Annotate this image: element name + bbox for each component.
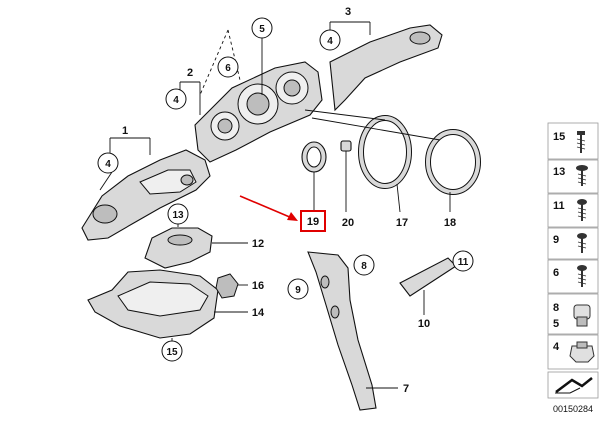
callout-2-label: 2 bbox=[187, 67, 193, 79]
callout-8[interactable]: 8 bbox=[353, 254, 375, 276]
legend-item-8-5[interactable]: 8 5 bbox=[547, 293, 599, 335]
callout-4a[interactable]: 4 bbox=[97, 152, 119, 174]
callout-11-label: 11 bbox=[458, 257, 469, 268]
callout-7[interactable]: 7 bbox=[403, 383, 409, 395]
part-19-small-ring[interactable] bbox=[301, 141, 327, 173]
callout-15-label: 15 bbox=[166, 347, 178, 358]
legend-item-9[interactable]: 9 bbox=[547, 227, 599, 260]
clip-nut-icon bbox=[573, 304, 591, 327]
callout-5-label: 5 bbox=[259, 24, 265, 35]
callout-10[interactable]: 10 bbox=[418, 318, 430, 330]
callout-11[interactable]: 11 bbox=[452, 250, 474, 272]
bent-arrow-icon bbox=[555, 377, 593, 394]
legend-item-11-label: 11 bbox=[553, 200, 565, 212]
callout-5[interactable]: 5 bbox=[251, 17, 273, 39]
callout-3[interactable]: 3 bbox=[345, 6, 351, 18]
part-10-trim-strip[interactable] bbox=[399, 257, 457, 297]
callout-8-label: 8 bbox=[361, 261, 367, 272]
clip-nut-icon bbox=[569, 341, 595, 363]
callout-18[interactable]: 18 bbox=[444, 217, 456, 229]
legend-item-4[interactable]: 4 bbox=[547, 334, 599, 370]
legend-item-6-label: 6 bbox=[553, 267, 559, 279]
screw-icon bbox=[577, 233, 587, 253]
legend-item-6[interactable]: 6 bbox=[547, 259, 599, 294]
callout-17[interactable]: 17 bbox=[396, 217, 408, 229]
callout-12-label: 12 bbox=[252, 238, 264, 250]
part-3-right-trim[interactable] bbox=[329, 24, 443, 112]
part-18-ring[interactable] bbox=[425, 129, 481, 195]
callout-4c-label: 4 bbox=[327, 36, 333, 47]
callout-2[interactable]: 2 bbox=[187, 67, 193, 79]
callout-13-label: 13 bbox=[172, 210, 184, 221]
callout-10-label: 10 bbox=[418, 318, 430, 330]
callout-19-label: 19 bbox=[307, 216, 319, 228]
legend-item-13[interactable]: 13 bbox=[547, 159, 599, 194]
part-20-knob[interactable] bbox=[340, 140, 352, 152]
part-7-pillar-trim[interactable] bbox=[307, 251, 377, 411]
screw-icon bbox=[576, 131, 586, 153]
callout-4a-label: 4 bbox=[105, 159, 111, 170]
callout-6[interactable]: 6 bbox=[217, 56, 239, 78]
callout-18-label: 18 bbox=[444, 217, 456, 229]
legend-item-15-label: 15 bbox=[553, 131, 565, 143]
callout-4c[interactable]: 4 bbox=[319, 29, 341, 51]
part-14-lower-shroud[interactable] bbox=[87, 269, 219, 339]
legend-item-8-label: 8 bbox=[553, 302, 559, 314]
legend-item-15[interactable]: 15 bbox=[547, 122, 599, 160]
callout-14-label: 14 bbox=[252, 307, 265, 319]
callout-20[interactable]: 20 bbox=[342, 217, 354, 229]
callout-20-label: 20 bbox=[342, 217, 354, 229]
screw-icon bbox=[576, 165, 588, 186]
callout-1-label: 1 bbox=[122, 125, 128, 137]
part-1-left-trim[interactable] bbox=[81, 149, 211, 241]
screw-icon bbox=[577, 199, 587, 221]
part-17-ring[interactable] bbox=[358, 115, 412, 189]
fastener-legend: 15 13 11 bbox=[547, 122, 599, 414]
diagram-id: 00150284 bbox=[553, 404, 593, 414]
legend-item-4-label: 4 bbox=[553, 341, 560, 353]
callout-16-label: 16 bbox=[252, 280, 264, 292]
red-arrow-icon bbox=[239, 195, 298, 221]
callout-4b[interactable]: 4 bbox=[165, 88, 187, 110]
callout-14[interactable]: 14 bbox=[252, 307, 265, 319]
callout-9[interactable]: 9 bbox=[287, 278, 309, 300]
legend-arrow-box bbox=[547, 371, 599, 399]
callout-15[interactable]: 15 bbox=[161, 340, 183, 362]
callout-4b-label: 4 bbox=[173, 95, 179, 106]
legend-item-9-label: 9 bbox=[553, 234, 559, 246]
callout-1[interactable]: 1 bbox=[122, 125, 128, 137]
part-16-bracket[interactable] bbox=[215, 273, 239, 299]
legend-item-11[interactable]: 11 bbox=[547, 193, 599, 228]
legend-item-5-label: 5 bbox=[553, 318, 559, 330]
callout-6-label: 6 bbox=[225, 63, 231, 74]
callout-9-label: 9 bbox=[295, 285, 301, 296]
callout-3-label: 3 bbox=[345, 6, 351, 18]
callout-17-label: 17 bbox=[396, 217, 408, 229]
callout-19[interactable]: 19 bbox=[300, 210, 326, 232]
part-2-cluster-housing[interactable] bbox=[194, 61, 323, 163]
part-12-upper-shroud[interactable] bbox=[144, 227, 213, 269]
callout-12[interactable]: 12 bbox=[252, 238, 264, 250]
legend-item-13-label: 13 bbox=[553, 166, 565, 178]
callout-7-label: 7 bbox=[403, 383, 409, 395]
callout-16[interactable]: 16 bbox=[252, 280, 264, 292]
callout-13[interactable]: 13 bbox=[167, 203, 189, 225]
screw-icon bbox=[577, 265, 587, 287]
